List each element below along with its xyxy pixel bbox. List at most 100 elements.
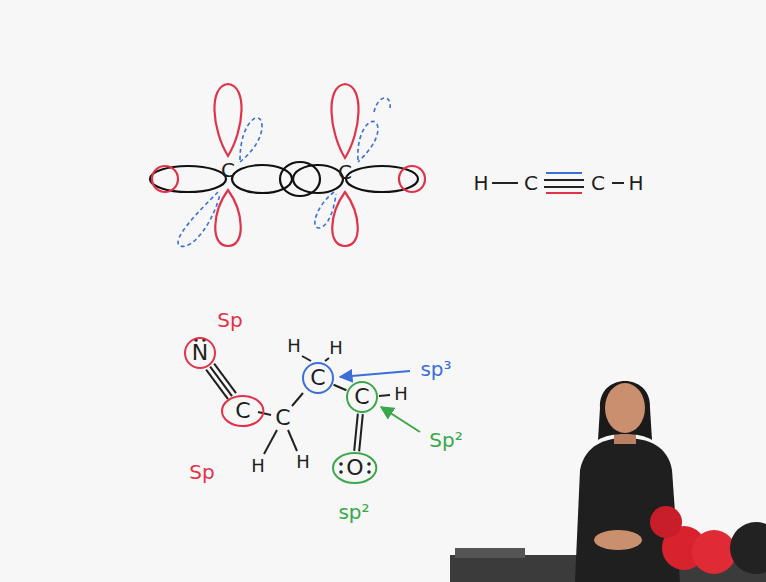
label-text: H xyxy=(296,451,310,472)
label-text: H xyxy=(251,455,265,476)
sp-lobe xyxy=(150,166,226,192)
p-orbitals xyxy=(152,84,425,246)
tablet xyxy=(455,548,525,558)
label-text: C xyxy=(338,160,352,184)
atom-label: H xyxy=(329,339,343,357)
electron-dot xyxy=(367,462,371,466)
label-text: H xyxy=(287,335,301,356)
presenter xyxy=(450,381,766,582)
electron-dot xyxy=(339,462,343,466)
single-bond xyxy=(264,430,277,454)
p-lobe xyxy=(332,192,358,246)
single-bond xyxy=(288,430,297,451)
hybridization-label: sp² xyxy=(338,502,369,522)
hybridization-label: Sp xyxy=(189,462,214,482)
pi-bond-mark xyxy=(546,172,582,174)
hands xyxy=(594,530,642,550)
bond-line xyxy=(544,186,584,188)
hair xyxy=(598,381,652,440)
atom-label: C xyxy=(591,173,605,193)
bond-line xyxy=(206,370,228,400)
p-orbitals-dashed xyxy=(178,98,390,246)
label-text: C xyxy=(591,171,605,195)
atom-label: C xyxy=(338,162,352,182)
label-text: H xyxy=(628,171,643,195)
label-text: sp² xyxy=(338,500,369,524)
atom-label: H xyxy=(251,457,265,475)
hybridized-atom: C xyxy=(303,363,333,393)
atom-circle-outline xyxy=(347,382,377,412)
bond-line xyxy=(334,385,347,391)
covalent-bond xyxy=(334,385,347,391)
bond-line xyxy=(354,414,358,451)
bond-line xyxy=(359,414,363,451)
atom-label: H xyxy=(473,173,488,193)
hybridized-atom: C xyxy=(347,382,377,412)
single-bond xyxy=(492,182,518,184)
lone-pairs xyxy=(194,338,371,474)
label-text: Sp² xyxy=(429,428,462,452)
sp-lobe xyxy=(346,166,418,192)
pi-bond-mark xyxy=(546,192,582,194)
hybridized-atom: N xyxy=(185,338,215,368)
label-text: H xyxy=(473,171,488,195)
bond-line xyxy=(544,179,584,181)
p-lobe xyxy=(374,98,390,112)
p-lobe xyxy=(315,192,336,228)
p-lobe xyxy=(240,118,262,162)
sp-lobe xyxy=(293,165,343,193)
face xyxy=(605,383,645,433)
single-bond xyxy=(379,395,390,396)
atom-symbol: C xyxy=(235,400,250,422)
model-sphere xyxy=(692,530,736,574)
hybridization-label: sp³ xyxy=(420,359,451,379)
s-orbital xyxy=(399,166,425,192)
model-sphere xyxy=(650,506,682,538)
single-bond xyxy=(292,393,303,406)
atom-circle-outline xyxy=(185,338,215,368)
atom-label: C xyxy=(275,407,290,429)
atom-circle-outline xyxy=(333,453,376,483)
s-orbital xyxy=(152,166,178,192)
single-bond xyxy=(325,358,329,361)
label-text: C xyxy=(221,158,235,182)
atom-symbol: C xyxy=(354,386,369,408)
leader-arrow xyxy=(340,371,410,377)
atom-label: C xyxy=(221,160,235,180)
p-lobe xyxy=(214,84,241,156)
label-text: Sp xyxy=(217,308,242,332)
covalent-bond xyxy=(354,414,363,452)
atom-symbol: N xyxy=(192,342,208,364)
p-lobe xyxy=(331,84,358,158)
p-lobe xyxy=(178,192,220,246)
covalent-bond xyxy=(206,364,236,399)
hybridization-label: Sp xyxy=(217,310,242,330)
label-text: H xyxy=(329,337,343,358)
hybridized-atom: O xyxy=(333,453,376,483)
label-text: H xyxy=(394,383,408,404)
sp-lobes xyxy=(150,162,418,196)
atom-label: C xyxy=(524,173,538,193)
label-text: C xyxy=(524,171,538,195)
electron-dot xyxy=(339,470,343,474)
atom-label: H xyxy=(394,385,408,403)
single-bond xyxy=(302,356,311,361)
atom-circle-outline xyxy=(222,396,263,426)
atom-label: H xyxy=(628,173,643,193)
hybridization-label: Sp² xyxy=(429,430,462,450)
sp-lobe xyxy=(280,162,320,196)
p-lobe xyxy=(358,121,378,162)
bond-line xyxy=(214,364,236,394)
label-text: Sp xyxy=(189,460,214,484)
label-text: sp³ xyxy=(420,357,451,381)
hybridized-atom: C xyxy=(222,396,263,426)
atom-label: H xyxy=(287,337,301,355)
atom-symbol: O xyxy=(346,457,363,479)
model-sphere xyxy=(730,522,766,574)
bond-line xyxy=(210,367,232,397)
